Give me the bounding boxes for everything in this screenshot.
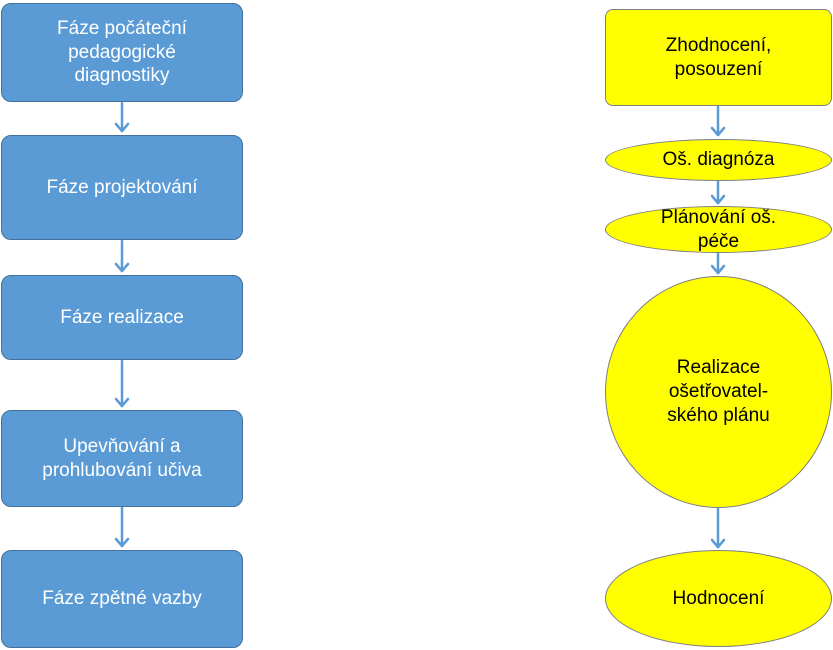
evaluation-label: Hodnocení	[672, 587, 765, 609]
assessment-box: Zhodnocení, posouzení	[605, 9, 832, 106]
phase-realization-label: Fáze realizace	[60, 306, 184, 328]
phase-consolidation-label: Upevňování a prohlubování učiva	[42, 435, 202, 481]
arrow-y1-y2	[710, 105, 726, 137]
care-planning-ellipse: Plánování oš. péče	[605, 206, 832, 253]
evaluation-ellipse: Hodnocení	[605, 550, 832, 647]
arrow-y4-y5	[710, 507, 726, 549]
phase-consolidation: Upevňování a prohlubování učiva	[1, 410, 243, 507]
nursing-diagnosis-ellipse: Oš. diagnóza	[605, 139, 832, 181]
assessment-label: Zhodnocení, posouzení	[665, 34, 772, 80]
phase-initial-diagnostics-label: Fáze počáteční pedagogické diagnostiky	[57, 17, 187, 87]
plan-realization-circle: Realizace ošetřovatel- ského plánu	[605, 276, 832, 508]
phase-feedback-label: Fáze zpětné vazby	[42, 588, 202, 610]
nursing-diagnosis-label: Oš. diagnóza	[662, 149, 775, 171]
phase-initial-diagnostics: Fáze počáteční pedagogické diagnostiky	[1, 3, 243, 102]
arrow-b1-b2	[114, 101, 130, 133]
phase-projecting-label: Fáze projektování	[46, 176, 198, 198]
phase-feedback: Fáze zpětné vazby	[1, 550, 243, 648]
arrow-y2-y3	[710, 180, 726, 205]
arrow-b3-b4	[114, 359, 130, 408]
arrow-b2-b3	[114, 239, 130, 273]
arrow-y3-y4	[710, 252, 726, 275]
care-planning-label: Plánování oš. péče	[660, 206, 777, 252]
plan-realization-label: Realizace ošetřovatel- ského plánu	[667, 357, 770, 426]
phase-projecting: Fáze projektování	[1, 135, 243, 240]
phase-realization: Fáze realizace	[1, 275, 243, 360]
arrow-b4-b5	[114, 506, 130, 548]
